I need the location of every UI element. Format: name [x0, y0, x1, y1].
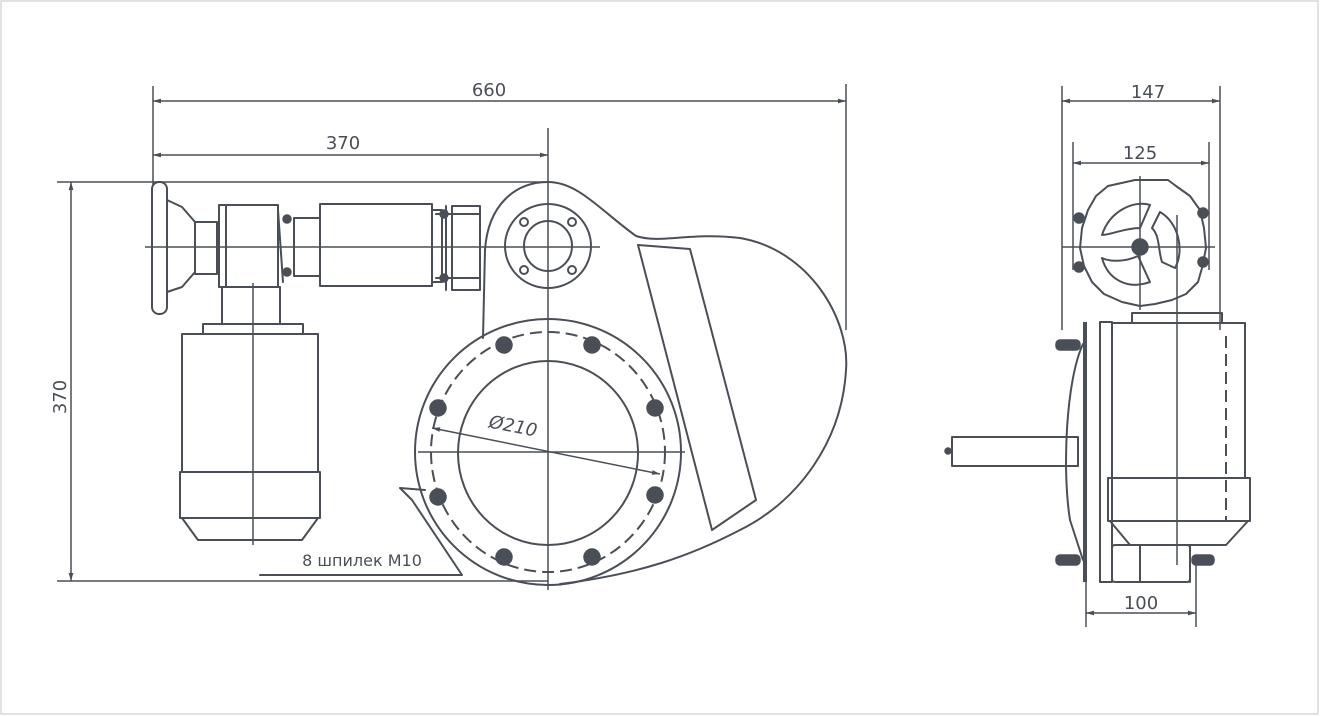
dimension-label: 147	[1131, 82, 1165, 103]
side-view: 147 125 100	[944, 82, 1251, 627]
stud-note-label: 8 шпилек М10	[302, 551, 422, 570]
mounting-bolts	[1055, 339, 1215, 583]
dimension-370-vertical: 370	[50, 181, 548, 582]
flange-studs	[429, 336, 664, 566]
main-flange: Ø210	[414, 318, 685, 586]
horizontal-motor	[319, 203, 481, 291]
side-motor	[944, 215, 1251, 583]
dimension-label: 370	[326, 133, 360, 154]
diameter-dimension-line	[431, 427, 661, 475]
output-shaft	[951, 436, 1079, 467]
gearbox-body	[484, 181, 848, 585]
top-flange	[504, 203, 592, 289]
handwheel-front	[1062, 176, 1215, 310]
handwheel-side	[151, 181, 218, 315]
dimension-660: 660	[152, 80, 847, 330]
dimension-147: 147	[1061, 82, 1221, 330]
knife-plate	[637, 244, 757, 531]
dimension-label: 370	[50, 380, 71, 414]
dimension-label: 660	[472, 80, 506, 101]
vertical-motor	[179, 283, 321, 545]
front-view: 660 370 370	[50, 80, 848, 590]
dimension-label: 100	[1124, 593, 1158, 614]
stud-note: 8 шпилек М10	[259, 487, 463, 576]
dimension-label: 125	[1123, 143, 1157, 164]
dimension-125: 125	[1072, 142, 1210, 270]
